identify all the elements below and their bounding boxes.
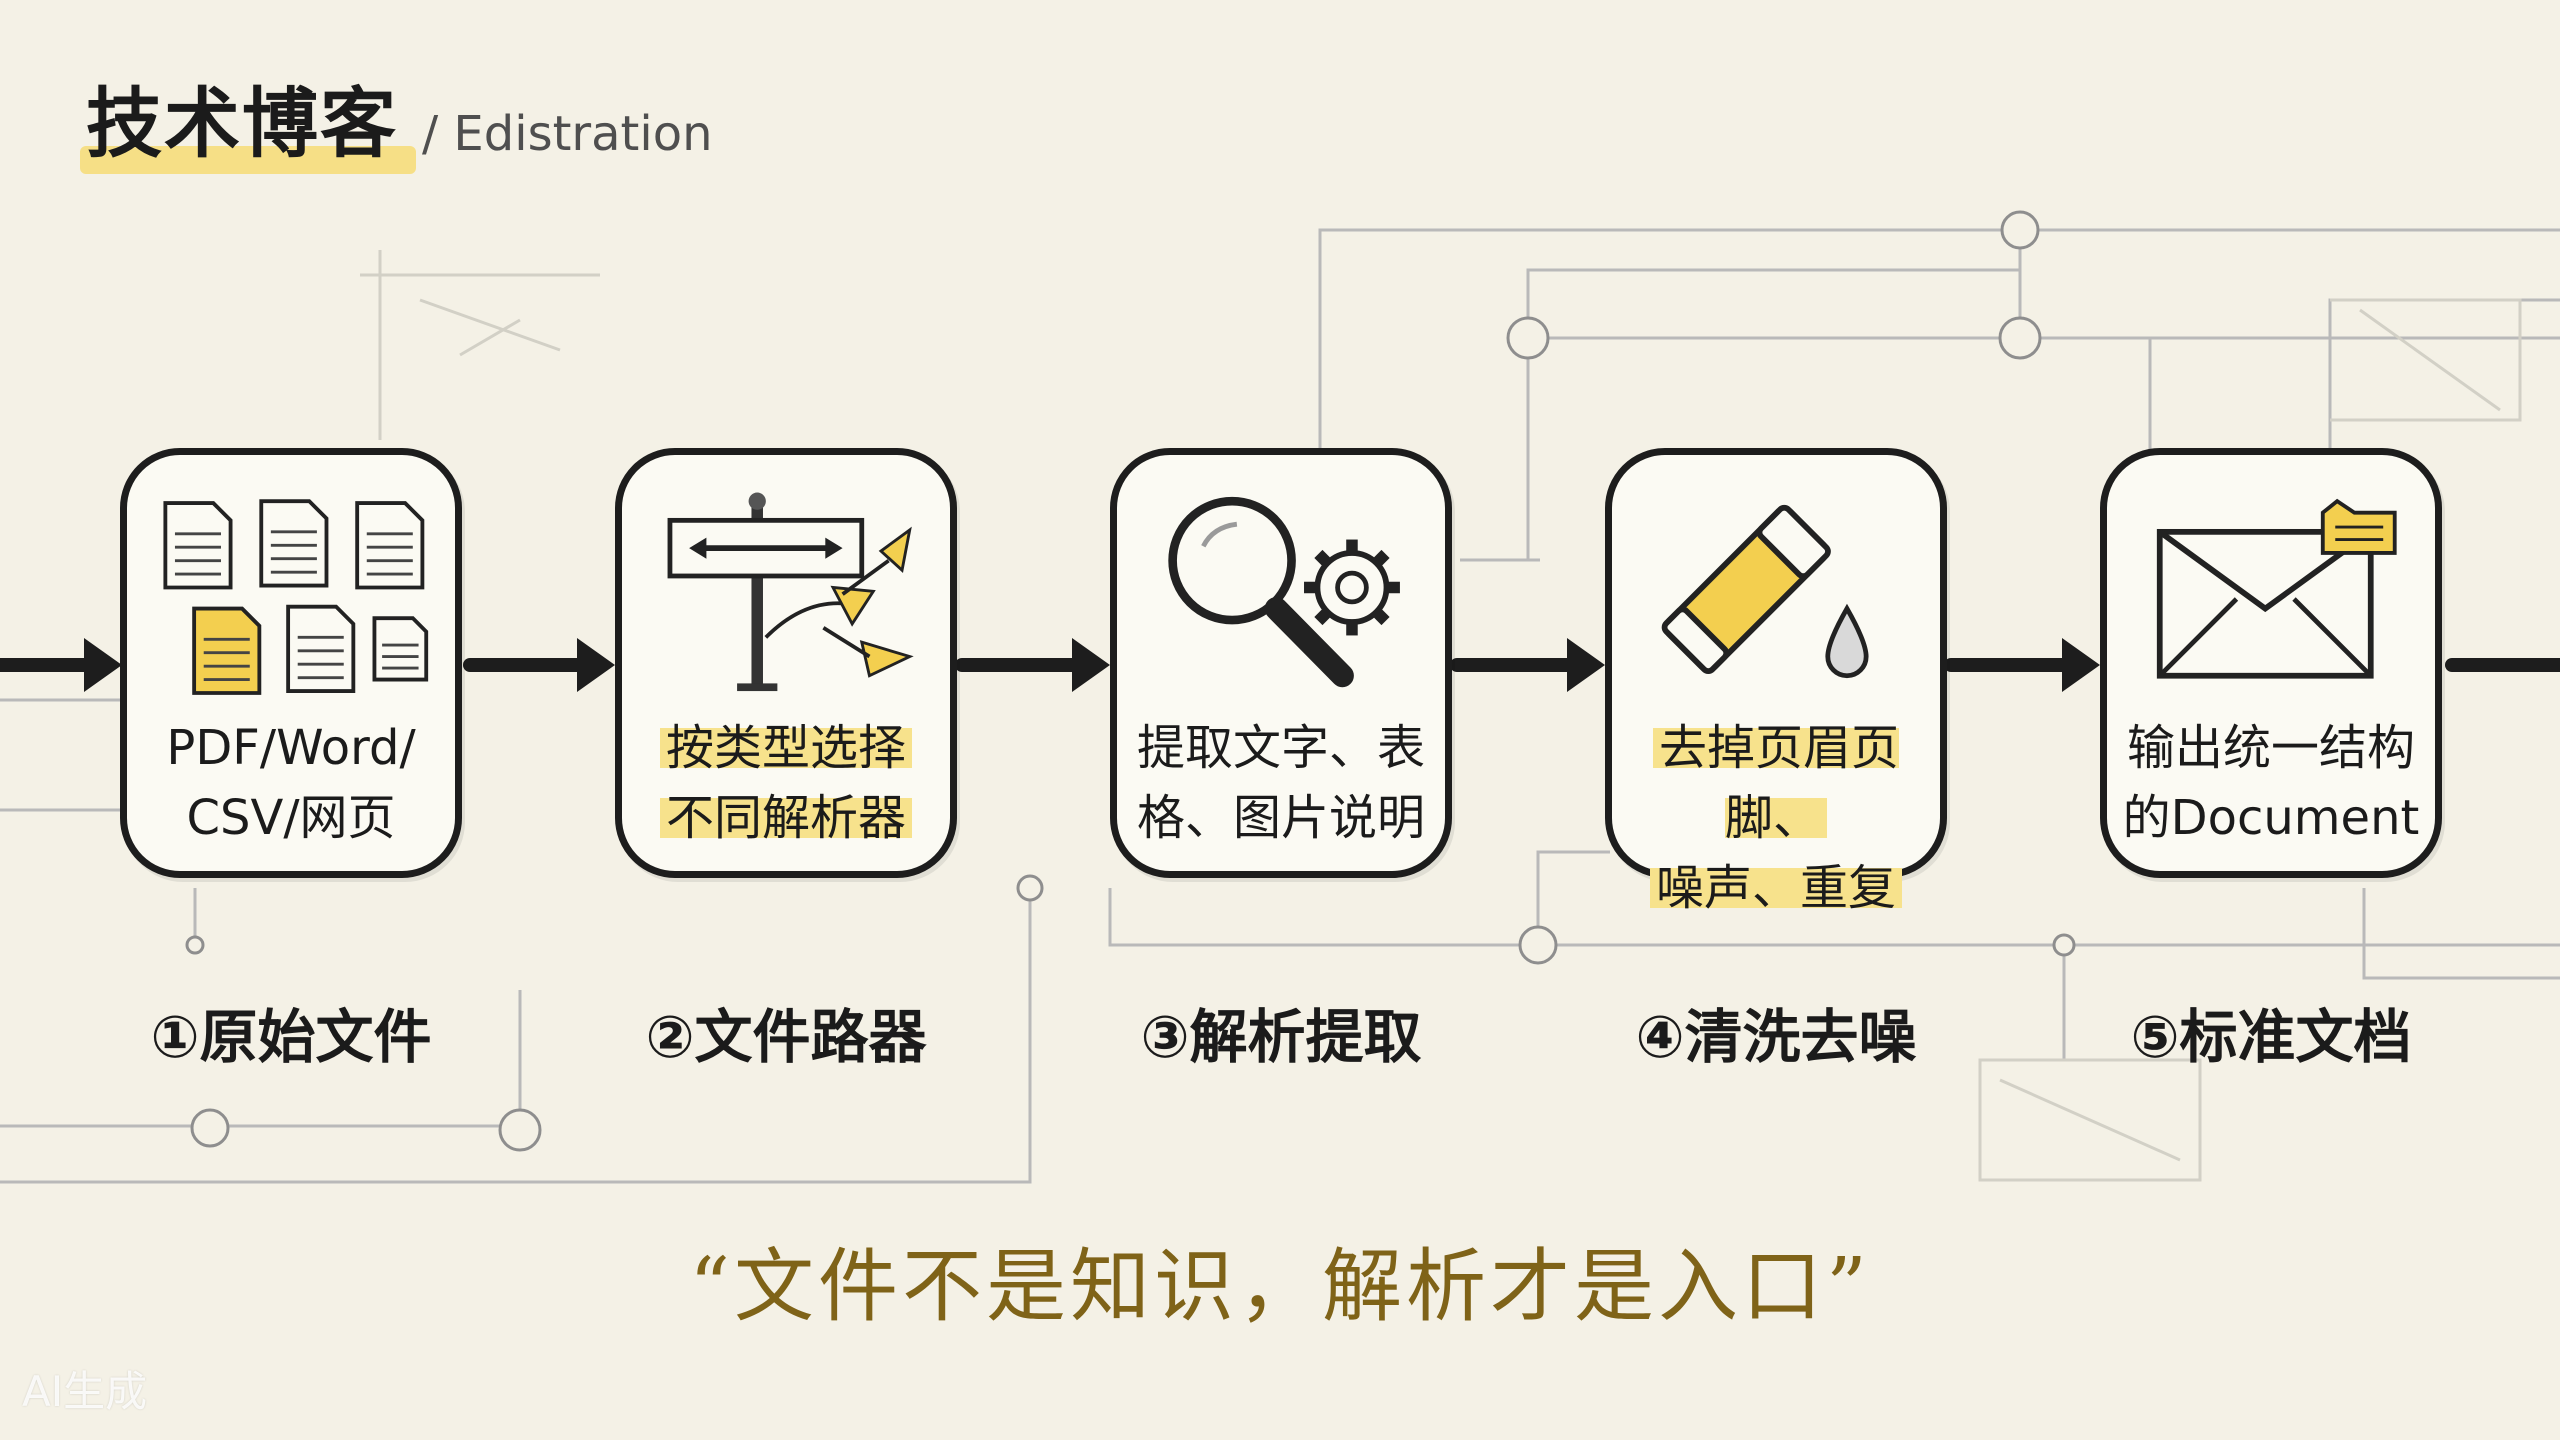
blog-subtitle: / Edistration — [422, 106, 713, 162]
node-label: 输出统一结构 的Document — [2122, 720, 2420, 846]
node-parse-extract: 提取文字、表 格、图片说明 — [1110, 448, 1452, 878]
step-label-1: ①原始文件 — [150, 1003, 432, 1071]
blog-title: 技术博客 — [80, 62, 416, 174]
step-label-4: ④清洗去噪 — [1635, 1003, 1917, 1071]
blog-header: 技术博客 / Edistration — [80, 62, 713, 174]
step-label-3: ③解析提取 — [1140, 1003, 1422, 1071]
node-label: 去掉页眉页脚、 噪声、重复 — [1612, 713, 1940, 923]
node-clean-denoise: 去掉页眉页脚、 噪声、重复 — [1605, 448, 1947, 916]
node-label: PDF/Word/ CSV/网页 — [166, 720, 416, 846]
step-label-5: ⑤标准文档 — [2130, 1003, 2412, 1071]
eraser-icon — [1612, 469, 1940, 729]
ai-watermark: AI生成 — [22, 1367, 148, 1416]
node-source-files: PDF/Word/ CSV/网页 — [120, 448, 462, 878]
magnifier-gear-icon — [1117, 469, 1445, 729]
quote-text: “文件不是知识，解析才是入口” — [689, 1240, 1871, 1333]
node-label: 提取文字、表 格、图片说明 — [1136, 720, 1425, 846]
node-standard-document: 输出统一结构 的Document — [2100, 448, 2442, 878]
node-file-router: 按类型选择 不同解析器 — [615, 448, 957, 878]
signpost-icon — [622, 469, 950, 729]
node-label: 按类型选择 不同解析器 — [622, 713, 950, 853]
documents-icon — [127, 469, 455, 729]
step-label-2: ②文件路器 — [645, 1003, 927, 1071]
envelope-icon — [2107, 469, 2435, 729]
